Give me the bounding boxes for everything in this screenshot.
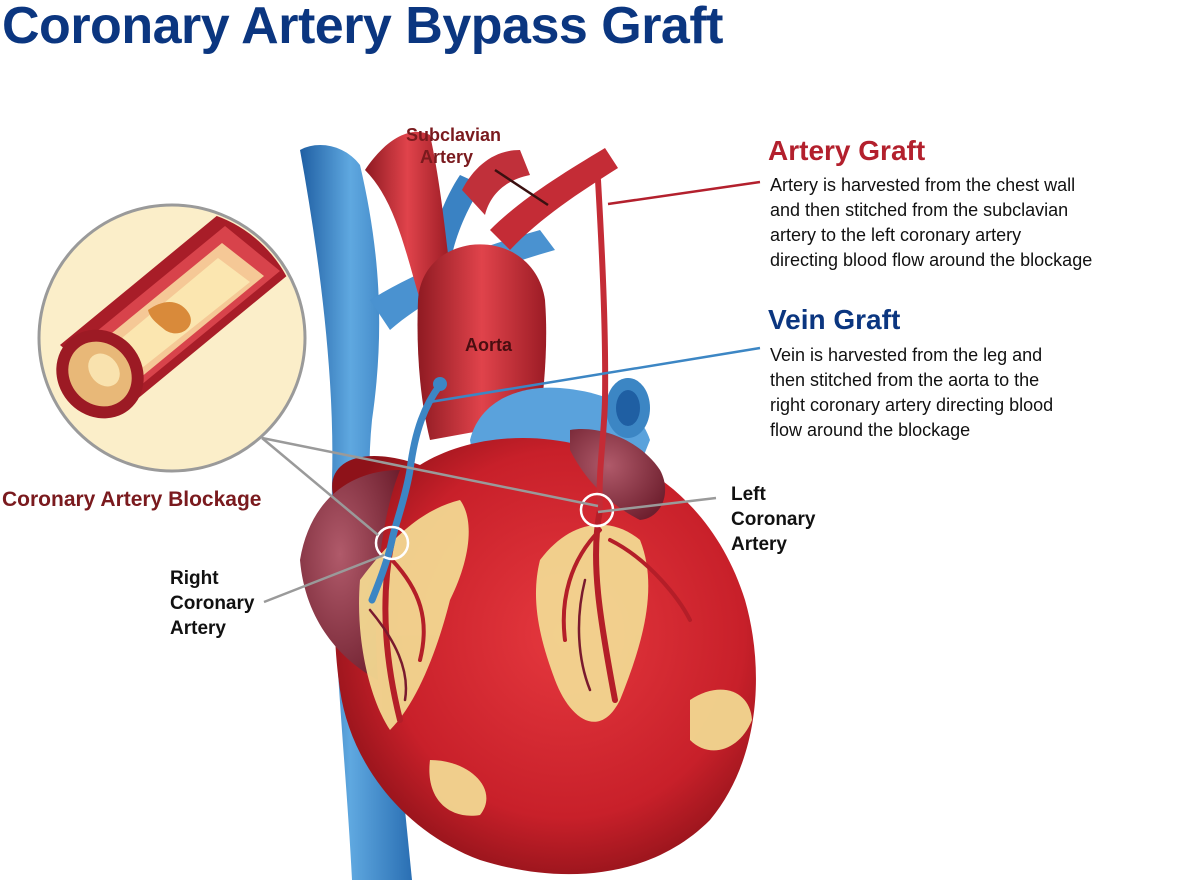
subclavian-label: Subclavian Artery (406, 124, 501, 168)
vein-graft-line-1: Vein is harvested from the leg and (770, 345, 1043, 365)
vein-graft-line-3: right coronary artery directing blood (770, 395, 1054, 415)
artery-graft-heading: Artery Graft (768, 135, 926, 166)
left-coronary-line-3: Artery (731, 534, 787, 555)
vein-graft-line-4: flow around the blockage (770, 420, 971, 440)
vein-graft-vessel (368, 381, 444, 604)
subclavian-label-line-1: Subclavian (406, 125, 502, 145)
right-coronary-line-3: Artery (170, 618, 226, 639)
vein-graft-heading: Vein Graft (768, 304, 901, 335)
vein-graft-description: Vein is harvested from the leg and then … (770, 343, 1200, 443)
page-title: Coronary Artery Bypass Graft (2, 0, 723, 55)
right-coronary-line-2: Coronary (170, 593, 255, 614)
right-blockage-marker (374, 525, 410, 561)
aorta-label: Aorta (465, 335, 513, 355)
artery-graft-vessel (595, 177, 609, 513)
leader-lines (261, 168, 761, 604)
left-coronary-label: Left Coronary Artery (731, 482, 815, 557)
subclavian-branches (365, 131, 618, 300)
artery-graft-description: Artery is harvested from the chest wall … (770, 173, 1200, 273)
vein-graft-line-2: then stitched from the aorta to the (770, 370, 1040, 390)
right-coronary-label: Right Coronary Artery (170, 566, 254, 641)
artery-graft-line-2: and then stitched from the subclavian (770, 200, 1069, 220)
artery-graft-line-3: artery to the left coronary artery (770, 225, 1022, 245)
right-coronary-line-1: Right (170, 568, 219, 589)
subclavian-label-line-2: Artery (420, 147, 474, 167)
blockage-inset (37, 203, 307, 473)
left-coronary-line-2: Coronary (731, 509, 816, 530)
artery-graft-line-4: directing blood flow around the blockage (770, 250, 1093, 270)
aorta-vessel (417, 244, 547, 440)
coronary-veins (368, 578, 592, 702)
vein-graft-anastomosis (433, 377, 447, 391)
left-coronary-line-1: Left (731, 484, 766, 505)
artery-graft-line-1: Artery is harvested from the chest wall (770, 175, 1076, 195)
blockage-label: Coronary Artery Blockage (2, 488, 262, 511)
